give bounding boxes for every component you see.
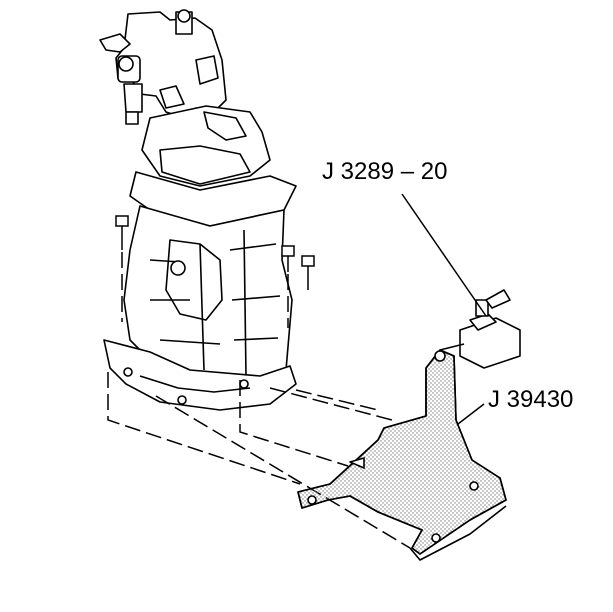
fixture-plate [297,349,507,561]
alignment-lines [107,252,411,549]
leader-lines [401,193,487,425]
callout-label-fixture: J 39430 [488,386,574,413]
clamp-assembly [439,289,521,369]
mounting-bolts [115,215,315,290]
transmission-assembly [99,9,297,411]
callout-label-clamp: J 3289 – 20 [322,158,448,185]
